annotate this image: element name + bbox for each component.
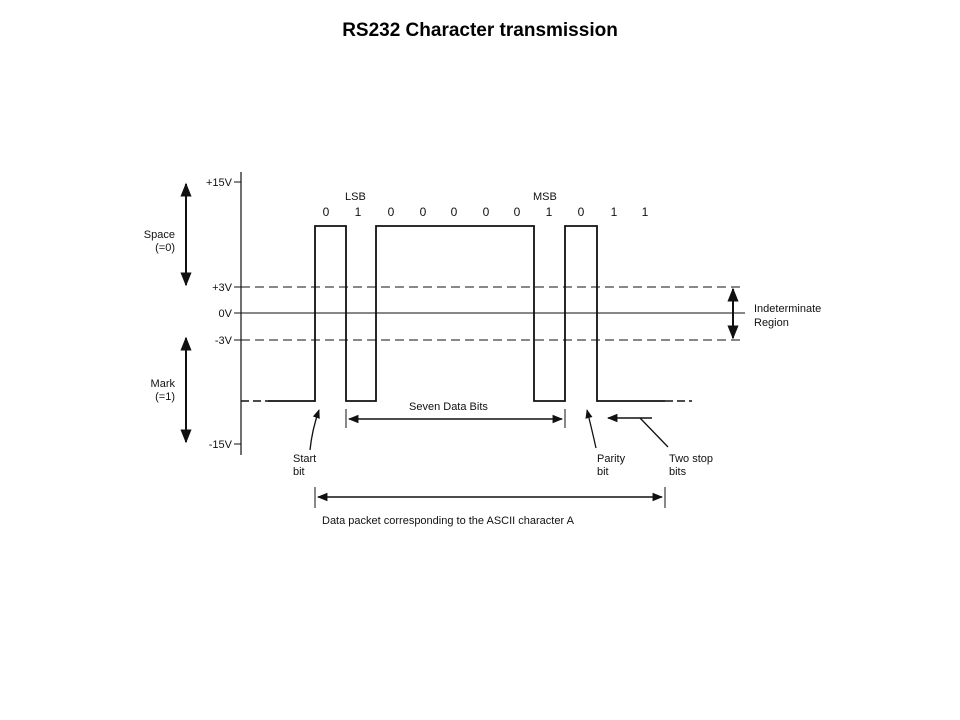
bit-value: 1 <box>355 205 362 219</box>
bit-value: 0 <box>514 205 521 219</box>
space-label-line1: Space <box>144 229 175 241</box>
space-label-line2: (=0) <box>155 242 175 254</box>
bit-value: 0 <box>388 205 395 219</box>
mark-label-line2: (=1) <box>155 391 175 403</box>
parity-bit-label-line1: Parity <box>597 453 626 465</box>
indeterminate-label-line1: Indeterminate <box>754 303 821 315</box>
parity-bit-label-line2: bit <box>597 466 609 478</box>
seven-data-bits-label: Seven Data Bits <box>409 401 488 413</box>
start-bit-pointer <box>309 409 320 451</box>
bit-value: 1 <box>611 205 618 219</box>
parity-bit-pointer <box>585 409 597 449</box>
label-p15v: +15V <box>206 177 233 189</box>
bit-value: 0 <box>323 205 330 219</box>
lsb-label: LSB <box>345 191 366 203</box>
bit-value: 1 <box>642 205 649 219</box>
bit-value: 0 <box>451 205 458 219</box>
label-p3v: +3V <box>212 282 233 294</box>
seven-data-bits-label-bg <box>405 397 514 413</box>
start-bit-label-line1: Start <box>293 453 316 465</box>
signal-waveform <box>268 225 665 402</box>
label-m3v: -3V <box>215 335 233 347</box>
bit-value: 0 <box>420 205 427 219</box>
stop-bits-label-line2: bits <box>669 466 687 478</box>
msb-label: MSB <box>533 191 557 203</box>
label-m15v: -15V <box>209 439 233 451</box>
start-bit-label-line2: bit <box>293 466 305 478</box>
mark-label-line1: Mark <box>151 378 176 390</box>
bit-value: 0 <box>483 205 490 219</box>
label-0v: 0V <box>219 308 233 320</box>
bit-value: 1 <box>546 205 553 219</box>
indeterminate-label-line2: Region <box>754 317 789 329</box>
bit-value: 0 <box>578 205 585 219</box>
stop-bits-label-line1: Two stop <box>669 453 713 465</box>
slide-title: RS232 Character transmission <box>342 20 618 41</box>
data-packet-label: Data packet corresponding to the ASCII c… <box>322 515 575 527</box>
stop-bits-pointer <box>639 417 669 448</box>
